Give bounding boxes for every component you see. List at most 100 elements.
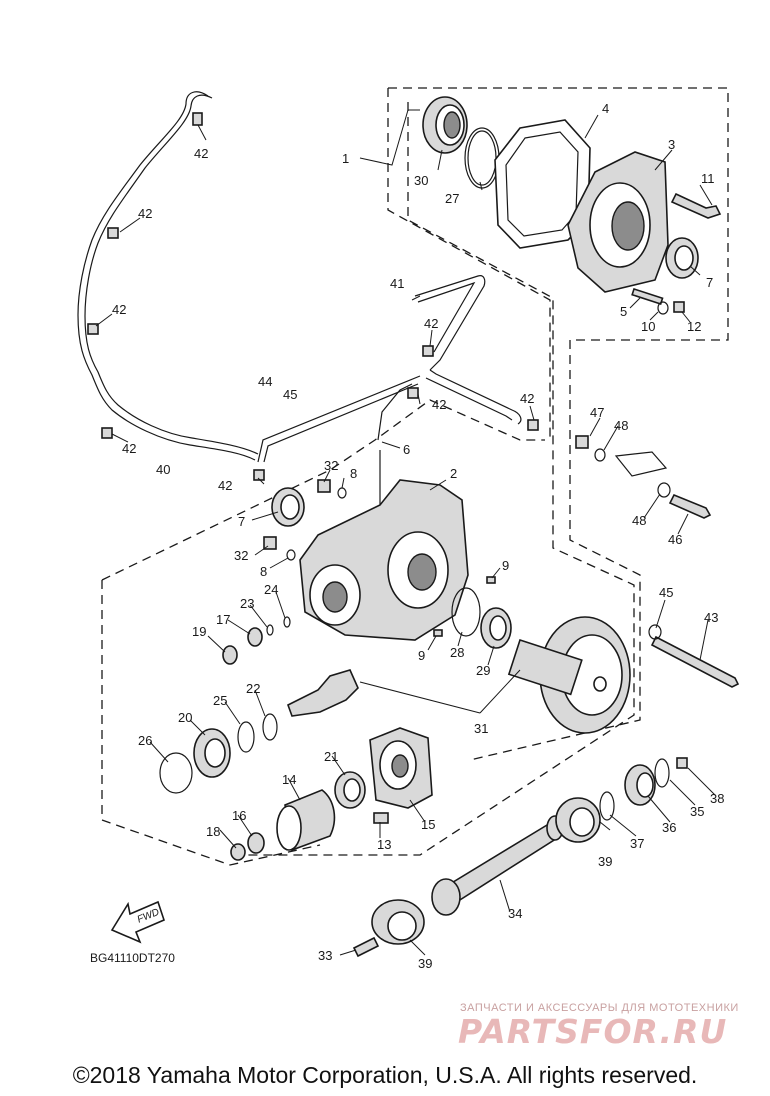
forward-arrow-icon: FWD [110, 900, 165, 944]
callout: 7 [238, 514, 245, 529]
callout: 20 [178, 710, 192, 725]
oil-seal-29 [480, 607, 512, 649]
callout: 40 [156, 462, 170, 477]
gasket-4 [494, 119, 591, 249]
callout: 48 [632, 513, 646, 528]
shaft-34 [431, 815, 564, 916]
callout: 47 [590, 405, 604, 420]
callout: 9 [418, 648, 425, 663]
callout: 34 [508, 906, 522, 921]
collar-19-17 [222, 616, 291, 665]
callout-labels: 1 2 3 4 5 6 7 7 8 8 9 9 10 11 12 13 14 1… [112, 101, 724, 971]
callout: 22 [246, 681, 260, 696]
callout: 19 [192, 624, 206, 639]
callout: 7 [706, 275, 713, 290]
callout: 12 [687, 319, 701, 334]
callout: 36 [662, 820, 676, 835]
callout: 31 [474, 721, 488, 736]
watermark-tagline: ЗАПЧАСТИ И АКСЕССУАРЫ ДЛЯ МОТОТЕХНИКИ [460, 1002, 739, 1014]
callout: 42 [218, 478, 232, 493]
callout: 29 [476, 663, 490, 678]
assembly-boundary-cover [387, 87, 729, 761]
callout: 8 [260, 564, 267, 579]
callout: 42 [112, 302, 126, 317]
callout: 42 [122, 441, 136, 456]
callout: 42 [424, 316, 438, 331]
callout: 18 [206, 824, 220, 839]
callout: 24 [264, 582, 278, 597]
callout: 45 [659, 585, 673, 600]
callout: 45 [283, 387, 297, 402]
callout: 46 [668, 532, 682, 547]
cover-small-parts [631, 192, 722, 315]
callout: 4 [602, 101, 609, 116]
gears-36-38 [599, 757, 688, 821]
callout: 2 [450, 466, 457, 481]
leader-lines [95, 109, 716, 956]
callout: 37 [630, 836, 644, 851]
callout: 15 [421, 817, 435, 832]
callout: 26 [138, 733, 152, 748]
screw-33 [352, 936, 380, 958]
callout: 11 [701, 171, 715, 186]
callout: 39 [598, 854, 612, 869]
o-ring-28 [451, 587, 481, 637]
bolt-13 [373, 812, 389, 824]
bearing-20 [193, 728, 231, 778]
pinion-gear-31 [287, 669, 359, 717]
diagram-code: BG41110DT270 [90, 951, 175, 965]
ring-gear-31 [507, 616, 631, 734]
oil-seal-7-upper [665, 237, 699, 279]
callout: 43 [704, 610, 718, 625]
hose-clamp-parts [87, 112, 539, 481]
cover-3 [567, 151, 669, 293]
watermark-brand: PARTSFOR.RU [458, 1012, 728, 1051]
callout: 8 [350, 466, 357, 481]
breather-hose [77, 91, 259, 461]
breather-pipe [257, 275, 522, 463]
bolt-washer-32-8 [263, 479, 347, 561]
copyright-notice: ©2018 Yamaha Motor Corporation, U.S.A. A… [72, 1062, 698, 1088]
callout: 25 [213, 693, 227, 708]
callout: 14 [282, 772, 296, 787]
o-ring-27 [464, 127, 500, 189]
seal-21 [334, 771, 366, 809]
shim-26 [159, 752, 193, 794]
callout: 44 [258, 374, 272, 389]
callout: 42 [194, 146, 208, 161]
callout: 32 [324, 458, 338, 473]
callout: 17 [216, 612, 230, 627]
bearing-30 [422, 96, 468, 154]
pins-9 [433, 576, 496, 637]
callout: 27 [445, 191, 459, 206]
callout: 38 [710, 791, 724, 806]
callout: 21 [324, 749, 338, 764]
callout: 42 [432, 397, 446, 412]
callout: 41 [390, 276, 404, 291]
callout: 32 [234, 548, 248, 563]
callout: 48 [614, 418, 628, 433]
callout: 39 [418, 956, 432, 971]
callout: 1 [342, 151, 349, 166]
gear-case-2 [299, 450, 469, 641]
callout: 42 [520, 391, 534, 406]
callout: 30 [414, 173, 428, 188]
callout: 28 [450, 645, 464, 660]
bearings-39 [371, 797, 601, 945]
callout: 23 [240, 596, 254, 611]
washer-nut-16-18 [230, 832, 265, 861]
bearing-housing-15 [369, 727, 433, 809]
callout: 10 [641, 319, 655, 334]
callout: 13 [377, 837, 391, 852]
callout: 16 [232, 808, 246, 823]
callout: 6 [403, 442, 410, 457]
coupling-14 [276, 789, 336, 852]
callout: 42 [138, 206, 152, 221]
spring-bolt-43-46 [575, 435, 740, 688]
callout: 35 [690, 804, 704, 819]
callout: 9 [502, 558, 509, 573]
callout: 5 [620, 304, 627, 319]
callout: 3 [668, 137, 675, 152]
callout: 33 [318, 948, 332, 963]
